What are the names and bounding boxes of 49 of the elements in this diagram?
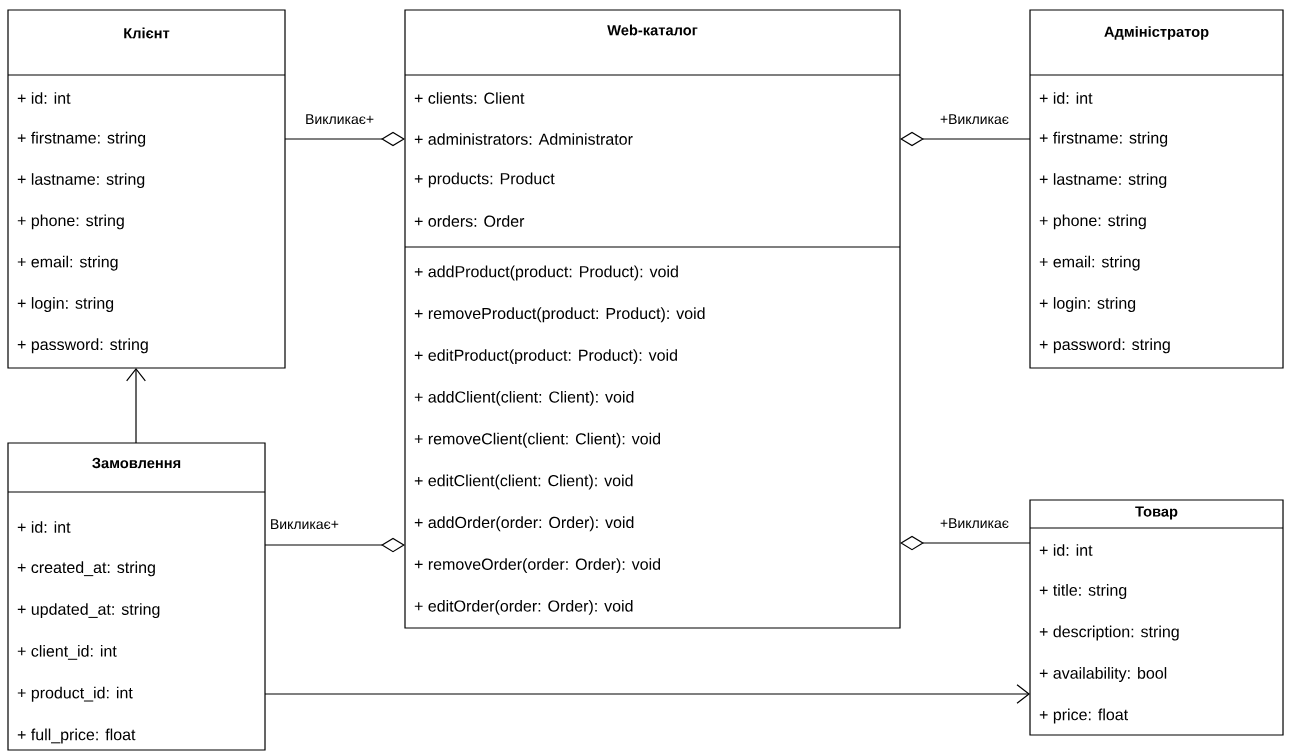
attribute-text: + availability: bool <box>1039 667 1167 682</box>
method-text: + editOrder(order: Order): void <box>414 599 633 615</box>
class-name: Адміністратор <box>1104 26 1209 40</box>
arrow <box>126 368 146 444</box>
attribute-text: + phone: string <box>17 214 124 230</box>
attribute-text: + email: string <box>17 255 118 271</box>
attribute-text: + id: int <box>1039 92 1093 104</box>
aggregation-line <box>900 131 1031 147</box>
aggregation-line <box>264 537 405 553</box>
attribute-text: + login: string <box>1039 297 1136 312</box>
attribute-text: + updated_at: string <box>17 603 160 619</box>
attribute-text: + phone: string <box>1039 214 1146 230</box>
attribute-text: + price: float <box>1039 708 1128 724</box>
attribute-text: + products: Product <box>414 172 555 188</box>
method-text: + addClient(client: Client): void <box>414 390 634 406</box>
class-name: Замовлення <box>92 457 181 469</box>
attribute-text: + administrators: Administrator <box>414 133 633 145</box>
class-name: Товар <box>1135 506 1178 520</box>
attribute-text: + id: int <box>17 521 71 533</box>
attribute-text: + orders: Order <box>414 215 525 227</box>
attribute-text: + client_id: int <box>17 645 117 660</box>
attribute-text: + id: int <box>1039 544 1093 556</box>
attribute-text: + login: string <box>17 297 114 312</box>
method-text: + removeProduct(product: Product): void <box>414 307 705 323</box>
attribute-text: + password: string <box>1039 338 1170 354</box>
attribute-text: + title: string <box>1039 584 1127 599</box>
attribute-text: + firstname: string <box>1039 131 1168 147</box>
method-text: + editProduct(product: Product): void <box>414 349 677 365</box>
arrow <box>264 684 1030 704</box>
attribute-text: + firstname: string <box>17 131 146 147</box>
attribute-text: + email: string <box>1039 255 1140 271</box>
method-text: + addProduct(product: Product): void <box>414 265 678 281</box>
attribute-text: + description: string <box>1039 625 1179 641</box>
class-name: Web-каталог <box>607 24 698 36</box>
attribute-text: + full_price: float <box>17 728 136 744</box>
attribute-text: + password: string <box>17 338 148 354</box>
aggregation-line <box>900 535 1031 551</box>
method-text: + removeClient(client: Client): void <box>414 432 660 448</box>
class-name: Клієнт <box>124 27 170 39</box>
attribute-text: + id: int <box>17 92 71 104</box>
attribute-text: + created_at: string <box>17 561 155 577</box>
method-text: + addOrder(order: Order): void <box>414 516 634 532</box>
attribute-text: + lastname: string <box>17 173 145 189</box>
attribute-text: + lastname: string <box>1039 173 1167 189</box>
method-text: + removeOrder(order: Order): void <box>414 558 660 574</box>
attribute-text: + clients: Client <box>414 92 525 104</box>
method-text: + editClient(client: Client): void <box>414 474 633 490</box>
attribute-text: + product_id: int <box>17 686 133 702</box>
aggregation-line <box>284 131 405 147</box>
